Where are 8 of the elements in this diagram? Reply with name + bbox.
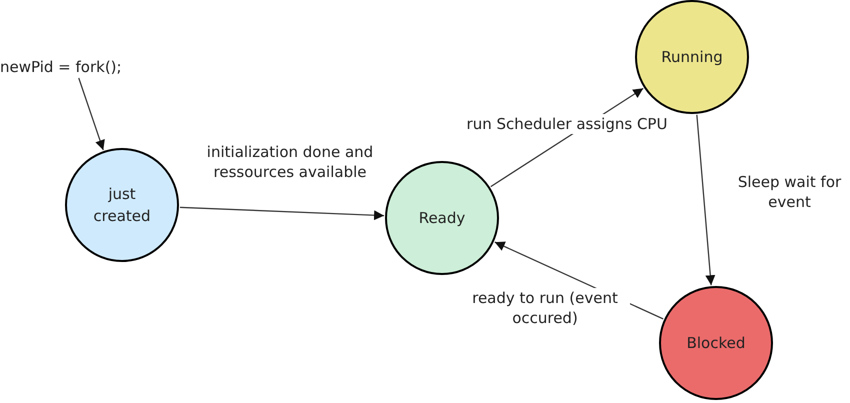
state-label: Ready	[418, 208, 466, 229]
arrow	[696, 114, 716, 286]
state-label: Running	[660, 47, 724, 68]
code-text: newPid = fork();	[0, 56, 150, 78]
arrow	[78, 78, 105, 150]
state-label: just created	[92, 184, 152, 227]
state-label: Blocked	[686, 333, 746, 354]
arrow	[180, 206, 384, 220]
